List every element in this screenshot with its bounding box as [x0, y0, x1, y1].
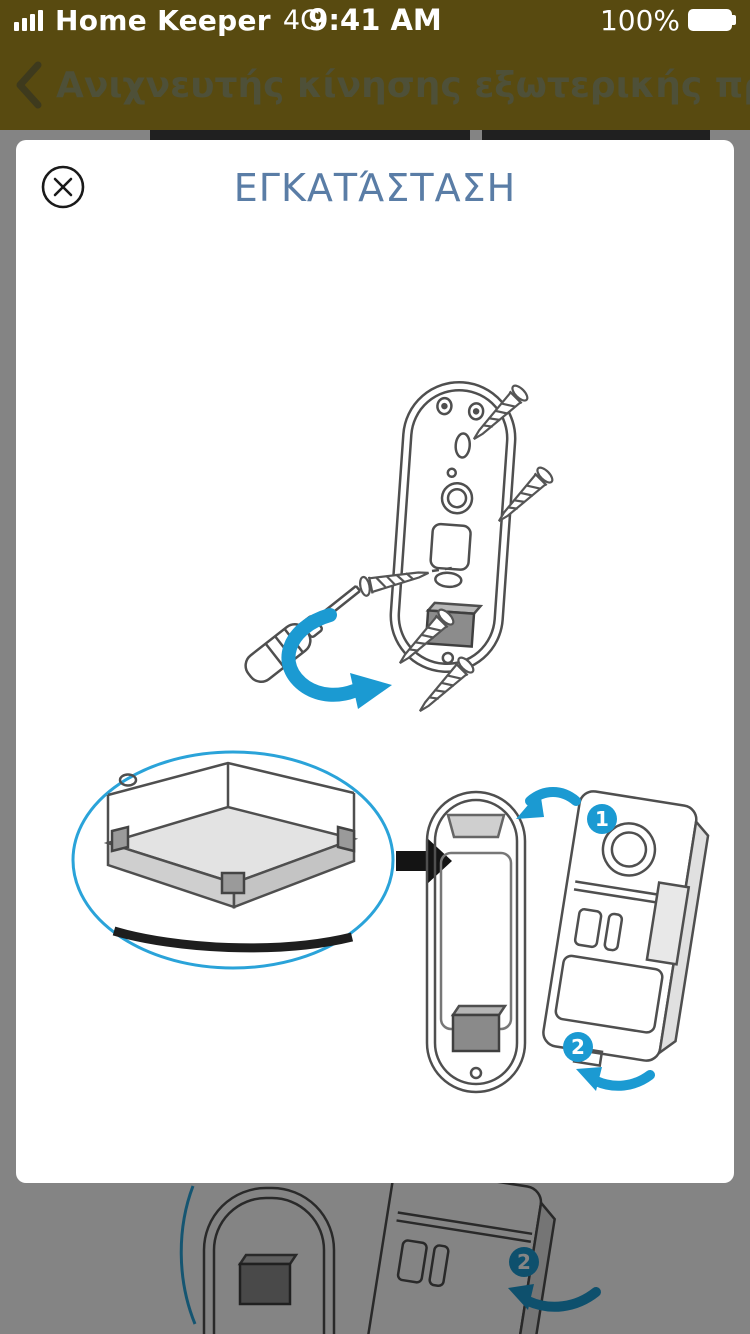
status-left: Home Keeper 4G — [14, 4, 321, 37]
diagram-device-attachment: 1 2 — [71, 750, 710, 1094]
back-plate — [425, 790, 527, 1094]
battery-icon — [688, 9, 736, 31]
zoom-inset — [71, 750, 395, 970]
back-button[interactable] — [0, 40, 56, 130]
svg-text:2: 2 — [517, 1250, 531, 1274]
network-label: 4G — [282, 4, 322, 36]
installation-diagram: 1 2 — [71, 380, 710, 1094]
page-title: Ανιχνευτής κίνησης εξωτερικής πρόσο... — [56, 64, 750, 106]
screw-icon — [490, 463, 557, 530]
status-right: 100% — [600, 4, 736, 37]
step-1-arrow-icon: 1 — [516, 787, 617, 834]
step-1-badge — [587, 804, 617, 834]
detector-body — [542, 790, 710, 1067]
carrier-label: Home Keeper — [55, 3, 271, 37]
rotation-arrow-icon — [281, 608, 392, 709]
mounting-plate — [389, 380, 517, 674]
alignment-guide-line — [431, 566, 453, 573]
pointer-arrow-icon — [396, 837, 452, 885]
close-icon — [41, 165, 85, 209]
diagram-screw-mounting — [244, 380, 557, 720]
close-button[interactable] — [40, 164, 86, 210]
status-bar: Home Keeper 4G 9:41 AM 100% — [0, 0, 750, 40]
svg-text:2: 2 — [571, 1035, 585, 1059]
modal-title: ΕΓΚΑΤΆΣΤΑΣΗ — [233, 166, 517, 210]
background-fragment — [150, 130, 470, 142]
installation-modal: ΕΓΚΑΤΆΣΤΑΣΗ — [16, 140, 734, 1183]
background-fragment — [482, 130, 710, 142]
step-2-badge — [563, 1032, 593, 1062]
step-2-badge-dimmed — [509, 1247, 539, 1277]
background-illustration: 2 — [179, 1166, 601, 1334]
time-label: 9:41 AM — [308, 3, 442, 37]
svg-text:1: 1 — [595, 807, 609, 831]
chevron-left-icon — [16, 61, 42, 109]
signal-strength-icon — [14, 9, 43, 31]
nav-bar: Ανιχνευτής κίνησης εξωτερικής πρόσο... — [0, 40, 750, 130]
battery-percent-label: 100% — [599, 3, 680, 37]
step-2-arrow-icon: 2 — [563, 1032, 655, 1091]
